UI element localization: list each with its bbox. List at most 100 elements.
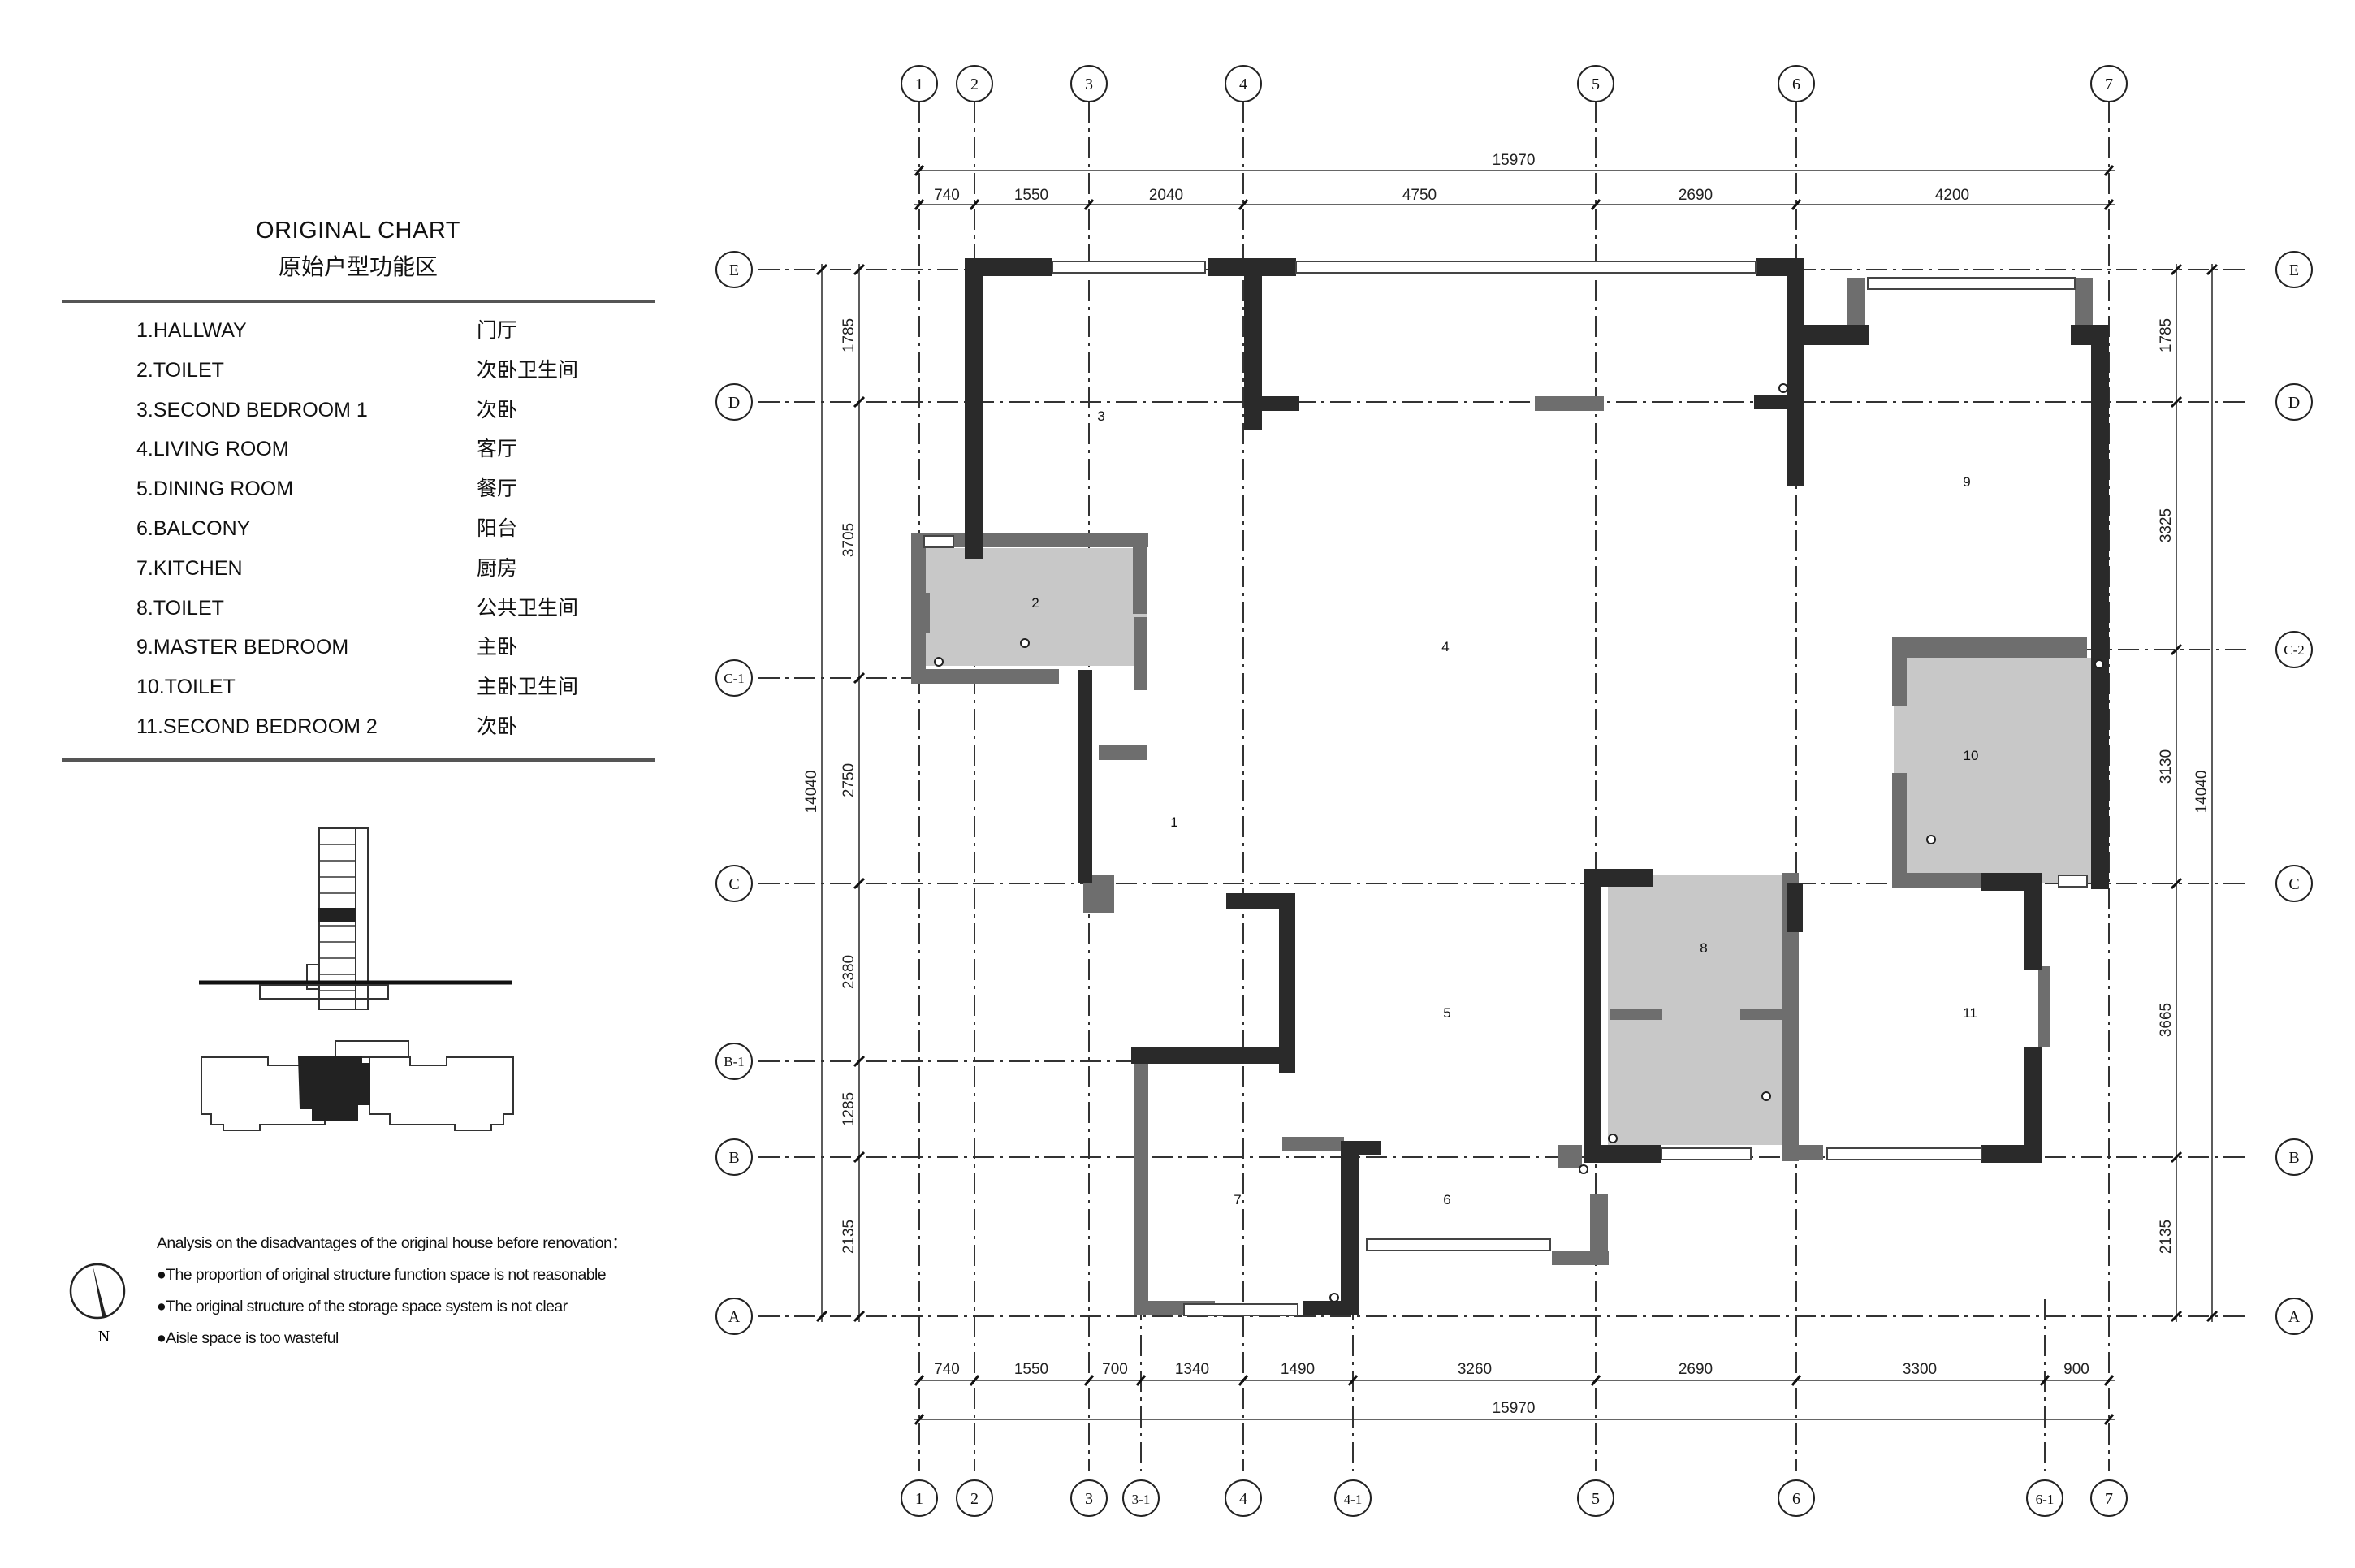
room-name-en: 2.TOILET xyxy=(136,358,224,382)
room-name-en: 6.BALCONY xyxy=(136,516,251,540)
dim-total-right: 14040 xyxy=(2193,771,2210,814)
axis-label-right: C xyxy=(2288,875,2299,893)
axis-label-left: E xyxy=(729,261,739,279)
room-list-item: 3.SECOND BEDROOM 1 次卧 xyxy=(62,391,655,430)
legend-top-rule xyxy=(62,300,655,303)
axis-label-left: B-1 xyxy=(724,1054,745,1069)
room-list-item: 2.TOILET 次卧卫生间 xyxy=(62,351,655,391)
dim-label: 740 xyxy=(934,1361,960,1378)
dim-total-left: 14040 xyxy=(803,771,820,814)
dim-label: 2690 xyxy=(1679,187,1713,204)
axis-label-left: C-1 xyxy=(724,671,745,686)
room-name-en: 1.HALLWAY xyxy=(136,319,247,342)
axis-label-left: C xyxy=(728,875,739,893)
room-name-zh: 餐厅 xyxy=(477,477,518,501)
axis-label-bottom: 6-1 xyxy=(2036,1492,2055,1507)
building-key-diagram xyxy=(199,827,514,1131)
room-labels: 1 2 3 4 5 6 7 8 9 10 11 xyxy=(1031,408,1978,1207)
room-name-zh: 公共卫生间 xyxy=(477,596,579,620)
room-number-label: 5 xyxy=(1443,1005,1450,1021)
legend-subtitle: 原始户型功能区 xyxy=(278,254,438,279)
wet-areas xyxy=(926,548,2097,1145)
dim-label: 1550 xyxy=(1014,1361,1048,1378)
axis-bubbles xyxy=(715,65,2313,1517)
axis-label-bottom: 4-1 xyxy=(1344,1492,1363,1507)
dim-label: 1340 xyxy=(1175,1361,1209,1378)
room-name-zh: 主卧 xyxy=(477,636,518,659)
north-label: N xyxy=(98,1328,110,1346)
axis-label-right: B xyxy=(2288,1149,2299,1167)
legend-title: ORIGINAL CHART xyxy=(256,218,460,244)
room-name-zh: 次卧卫生间 xyxy=(477,358,579,382)
axis-label-left: A xyxy=(728,1308,741,1326)
dim-label: 1550 xyxy=(1014,187,1048,204)
room-number-label: 1 xyxy=(1170,814,1178,830)
room-name-en: 3.SECOND BEDROOM 1 xyxy=(136,398,368,421)
analysis-point: ●The proportion of original structure fu… xyxy=(157,1266,607,1284)
dim-label: 740 xyxy=(934,187,960,204)
room-name-en: 5.DINING ROOM xyxy=(136,477,294,501)
room-number-label: 2 xyxy=(1031,595,1039,611)
axis-label-top: 4 xyxy=(1239,76,1247,93)
dim-label: 2690 xyxy=(1679,1361,1713,1378)
axis-label-bottom: 1 xyxy=(915,1490,923,1508)
axis-label-right: C-2 xyxy=(2284,642,2305,658)
axis-label-bottom: 4 xyxy=(1239,1490,1247,1508)
axis-label-top: 7 xyxy=(2105,76,2113,93)
legend-bottom-rule xyxy=(62,758,655,762)
axis-label-right: E xyxy=(2289,261,2299,279)
room-number-label: 6 xyxy=(1443,1192,1450,1207)
dim-label: 1785 xyxy=(840,318,858,352)
dim-label: 3705 xyxy=(840,523,858,557)
room-number-label: 8 xyxy=(1700,940,1707,956)
dimension-lines xyxy=(821,170,2213,1420)
room-name-en: 7.KITCHEN xyxy=(136,556,243,580)
dim-total-bottom: 15970 xyxy=(1493,1400,1536,1417)
axis-label-top: 1 xyxy=(915,76,923,93)
dim-label: 1490 xyxy=(1281,1361,1315,1378)
structural-walls xyxy=(965,258,2109,1315)
axis-label-bottom: 6 xyxy=(1792,1490,1800,1508)
axis-label-top: 3 xyxy=(1085,76,1093,93)
dim-label: 3300 xyxy=(1903,1361,1937,1378)
room-name-en: 4.LIVING ROOM xyxy=(136,438,289,461)
axis-label-right: A xyxy=(2288,1308,2301,1326)
dim-label: 3325 xyxy=(2158,508,2175,542)
analysis-notes: Analysis on the disadvantages of the ori… xyxy=(157,1228,628,1354)
axis-label-top: 2 xyxy=(970,76,979,93)
room-number-label: 3 xyxy=(1097,408,1104,424)
dim-total-top: 15970 xyxy=(1493,152,1536,169)
site-key-icon xyxy=(201,1040,514,1131)
room-name-zh: 主卧卫生间 xyxy=(477,676,579,699)
dimension-labels: 15970 740 1550 2040 4750 2690 4200 740 1… xyxy=(803,152,2210,1417)
dim-label: 2750 xyxy=(840,763,858,797)
dim-label: 900 xyxy=(2063,1361,2089,1378)
axis-label-left: B xyxy=(728,1149,739,1167)
axis-labels: 1 2 3 4 5 6 7 1 2 3 3-1 4 4-1 5 6 6-1 7 … xyxy=(724,76,2305,1508)
fixtures xyxy=(934,383,2104,1302)
room-number-label: 11 xyxy=(1963,1005,1977,1021)
room-name-en: 8.TOILET xyxy=(136,596,224,620)
room-list-item: 5.DINING ROOM 餐厅 xyxy=(62,469,655,509)
axis-label-bottom: 3 xyxy=(1085,1490,1093,1508)
analysis-point: ●The original structure of the storage s… xyxy=(157,1298,568,1315)
dim-label: 2135 xyxy=(840,1220,858,1254)
axis-label-left: D xyxy=(728,394,740,412)
room-number-label: 7 xyxy=(1234,1192,1241,1207)
room-list-item: 10.TOILET 主卧卫生间 xyxy=(62,667,655,707)
elevation-icon xyxy=(199,827,512,1010)
dim-label: 2040 xyxy=(1149,187,1183,204)
dim-label: 1785 xyxy=(2158,318,2175,352)
axis-label-bottom: 2 xyxy=(970,1490,979,1508)
dim-label: 2380 xyxy=(840,955,858,989)
axis-label-bottom: 3-1 xyxy=(1132,1492,1151,1507)
axis-label-bottom: 7 xyxy=(2105,1490,2113,1508)
room-name-zh: 次卧 xyxy=(477,398,518,421)
room-name-en: 10.TOILET xyxy=(136,676,236,699)
